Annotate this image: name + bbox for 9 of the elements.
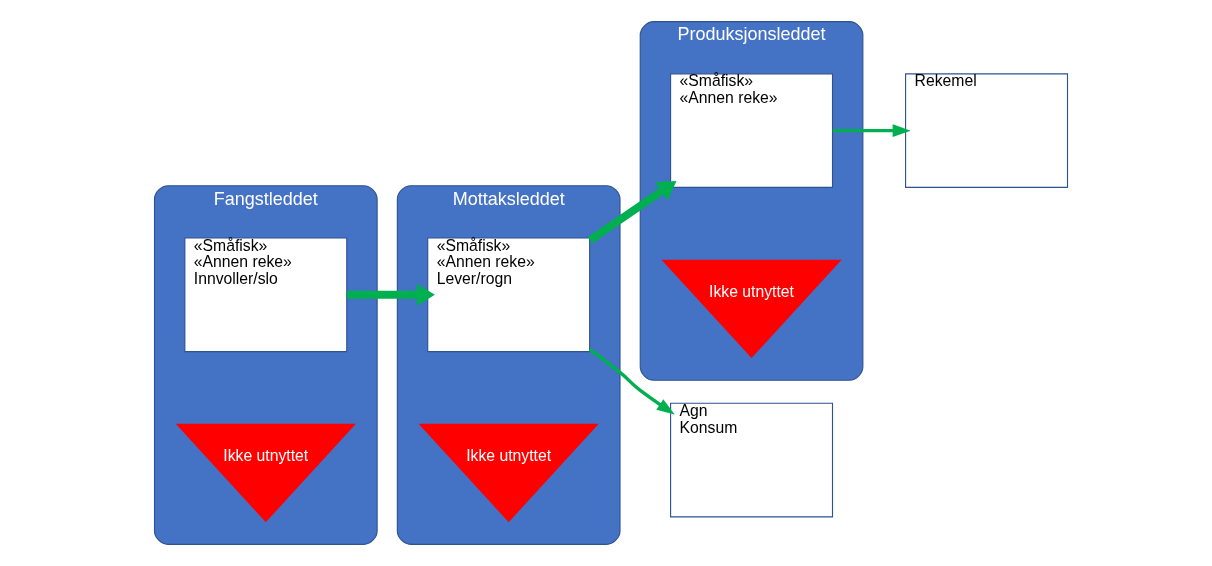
- node-box: Agn Konsum: [669, 402, 833, 518]
- arrow: [587, 181, 676, 244]
- node-box: Rekemel: [904, 73, 1068, 188]
- node-box: «Småfisk» «Annen reke»: [669, 73, 833, 188]
- arrow: [346, 283, 435, 306]
- node-box: «Småfisk» «Annen reke» Lever/rogn: [426, 237, 590, 353]
- arrow: [588, 348, 675, 415]
- node-box: «Småfisk» «Annen reke» Innvoller/slo: [183, 237, 347, 353]
- arrow: [832, 124, 911, 137]
